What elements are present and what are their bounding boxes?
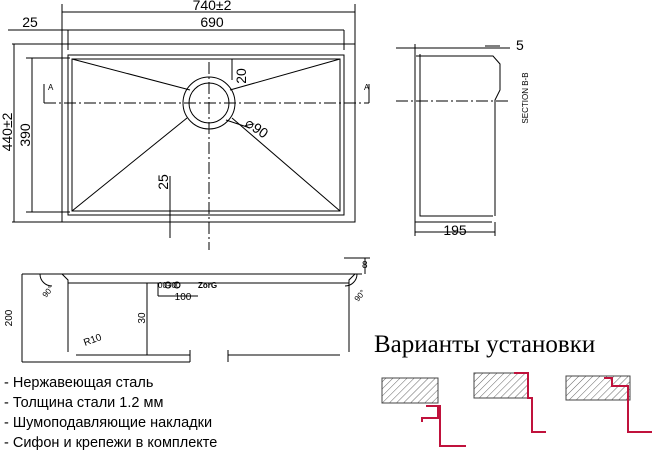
flange-height-label: 8 [362, 260, 368, 271]
feature-item-included: - Сифон и крепежи в комплекте [4, 435, 218, 451]
overflow-distance-label: 100 [175, 292, 192, 303]
overall-depth-label: 440±2 [0, 112, 15, 151]
drain-height-label: 30 [137, 312, 148, 324]
radius-label: R10 [82, 332, 103, 349]
section-label: SECTION B-B [521, 72, 530, 123]
front-section [21, 257, 370, 363]
lip-label: 5 [516, 37, 524, 53]
side-depth-label: 195 [443, 222, 467, 238]
inner-width-label: 690 [200, 14, 224, 30]
feature-item-thickness: - Толщина стали 1.2 мм [4, 395, 164, 411]
drain-diameter-label: ⌀90 [242, 114, 271, 141]
brand-logo: ZorG [198, 281, 217, 290]
top-view [8, 4, 370, 250]
overall-width-label: 740±2 [193, 0, 232, 13]
right-angle-label: 90° [353, 288, 368, 303]
install-variant-undermount [565, 375, 652, 433]
flange-width-label: 25 [22, 14, 38, 30]
installation-heading: Варианты установки [374, 331, 595, 358]
side-view [396, 44, 510, 236]
drain-offset-label: 20 [233, 68, 249, 84]
front-height-label: 200 [4, 309, 15, 326]
install-variant-overmount [381, 377, 466, 447]
feature-item-material: - Нержавеющая сталь [4, 375, 154, 391]
feature-item-noise-pads: - Шумоподавляющие накладки [4, 415, 213, 431]
overflow-mark-label: 00+00 [158, 281, 181, 290]
install-variant-flush [473, 372, 546, 433]
section-mark-right: A [364, 83, 370, 92]
left-angle-label: 90° [41, 284, 56, 299]
section-mark-left: A [48, 83, 54, 92]
inner-depth-label: 390 [17, 123, 33, 147]
bottom-offset-label: 25 [155, 174, 171, 190]
